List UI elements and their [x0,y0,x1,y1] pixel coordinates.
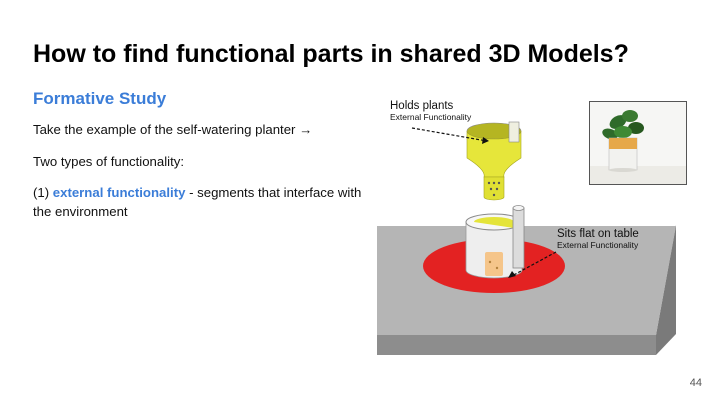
planter-back-tube [508,121,520,143]
fill-tube-top [512,205,525,211]
table-right-edge [656,225,676,355]
slide-subtitle: Formative Study [33,89,167,108]
annotation-arrow-top [411,127,488,142]
wick-dot [488,260,492,264]
annotation-label: Holds plants [390,100,454,112]
slide-title: How to find functional parts in shared 3… [33,40,629,68]
reservoir-inner [474,217,514,228]
annotation-sublabel: External Functionality [390,112,472,122]
annotation-sublabel: External Functionality [557,240,639,250]
planter-bowl [466,130,522,178]
arrowhead-bottom [508,271,516,278]
annotation-holds-plants: Holds plants External Functionality [390,100,471,122]
fill-tube [512,207,525,269]
paragraph-example: Take the example of the self-watering pl… [33,122,313,137]
planter-photo [589,101,687,185]
reservoir-body [465,221,523,279]
annotation-label: Sits flat on table [557,228,639,240]
drainage-holes [487,181,501,197]
page-number: 44 [689,377,702,389]
annotation-arrow-bottom [509,251,557,278]
annotation-sits-flat: Sits flat on table External Functionalit… [557,228,639,250]
paragraph-external-functionality: (1) external functionality - segments th… [33,183,363,221]
reservoir-wick [485,252,503,276]
paragraph-types: Two types of functionality: [33,154,184,169]
table-side [377,335,656,355]
plant-leaves-icon [602,110,644,140]
arrowhead-top [482,137,489,144]
wick-dot [495,266,499,270]
paragraph-suffix: - segments that interface with the envir… [33,185,362,219]
external-functionality-highlight: external functionality [52,185,186,200]
planter-spout [483,176,505,201]
photo-pot-top [609,138,637,149]
paragraph-prefix: (1) [33,185,53,200]
